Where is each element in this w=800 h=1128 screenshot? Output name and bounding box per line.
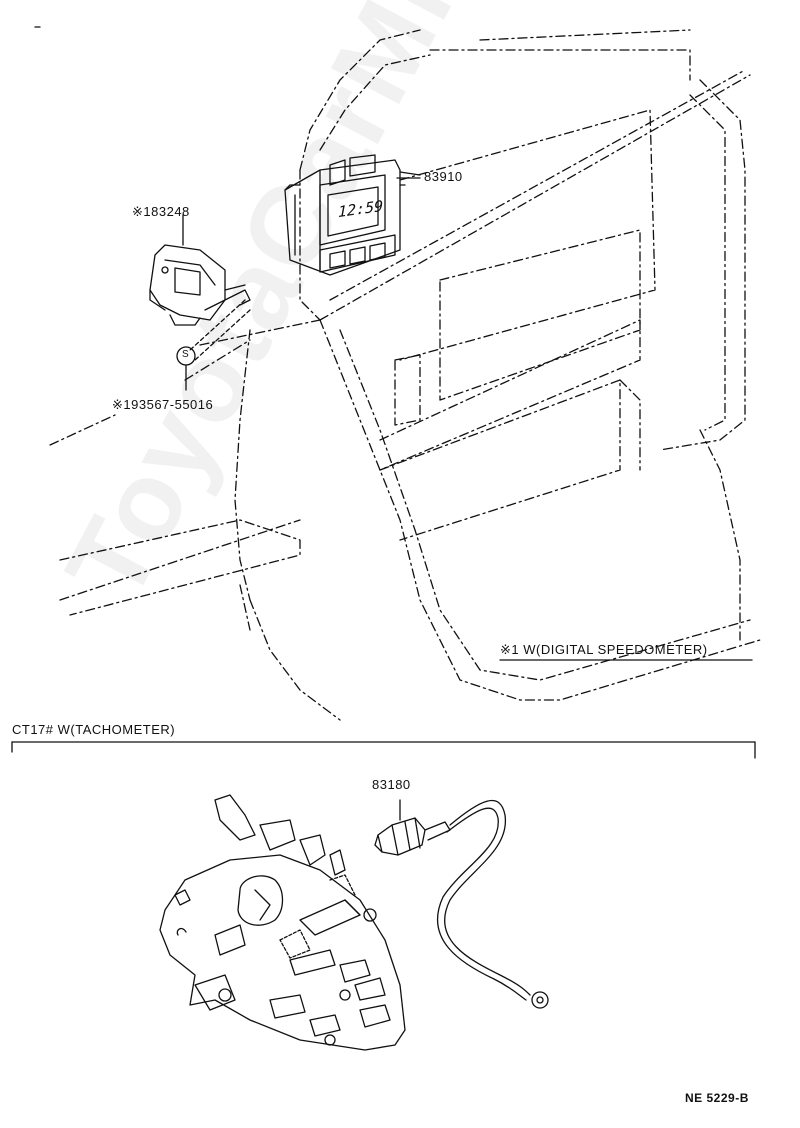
mount-leader <box>189 299 251 361</box>
label-83910: 83910 <box>424 169 463 184</box>
label-bolt-symbol: S <box>182 349 190 360</box>
leader-lines <box>182 177 421 821</box>
module-183248 <box>149 244 251 326</box>
label-83180: 83180 <box>372 777 411 792</box>
drawing-number: NE 5229-B <box>685 1091 749 1105</box>
injection-pump <box>159 794 406 1051</box>
label-digital-speedometer: ※1 W(DIGITAL SPEEDOMETER) <box>500 642 708 657</box>
digital-speedometer-unit <box>284 154 421 276</box>
label-183248: ※183248 <box>132 204 190 219</box>
label-193567-55016: ※193567-55016 <box>112 397 214 412</box>
tachometer-bracket <box>11 741 756 759</box>
dashboard-outline <box>49 29 761 721</box>
label-tachometer-section: CT17# W(TACHOMETER) <box>12 722 176 737</box>
tach-sensor-83180 <box>374 799 549 1009</box>
